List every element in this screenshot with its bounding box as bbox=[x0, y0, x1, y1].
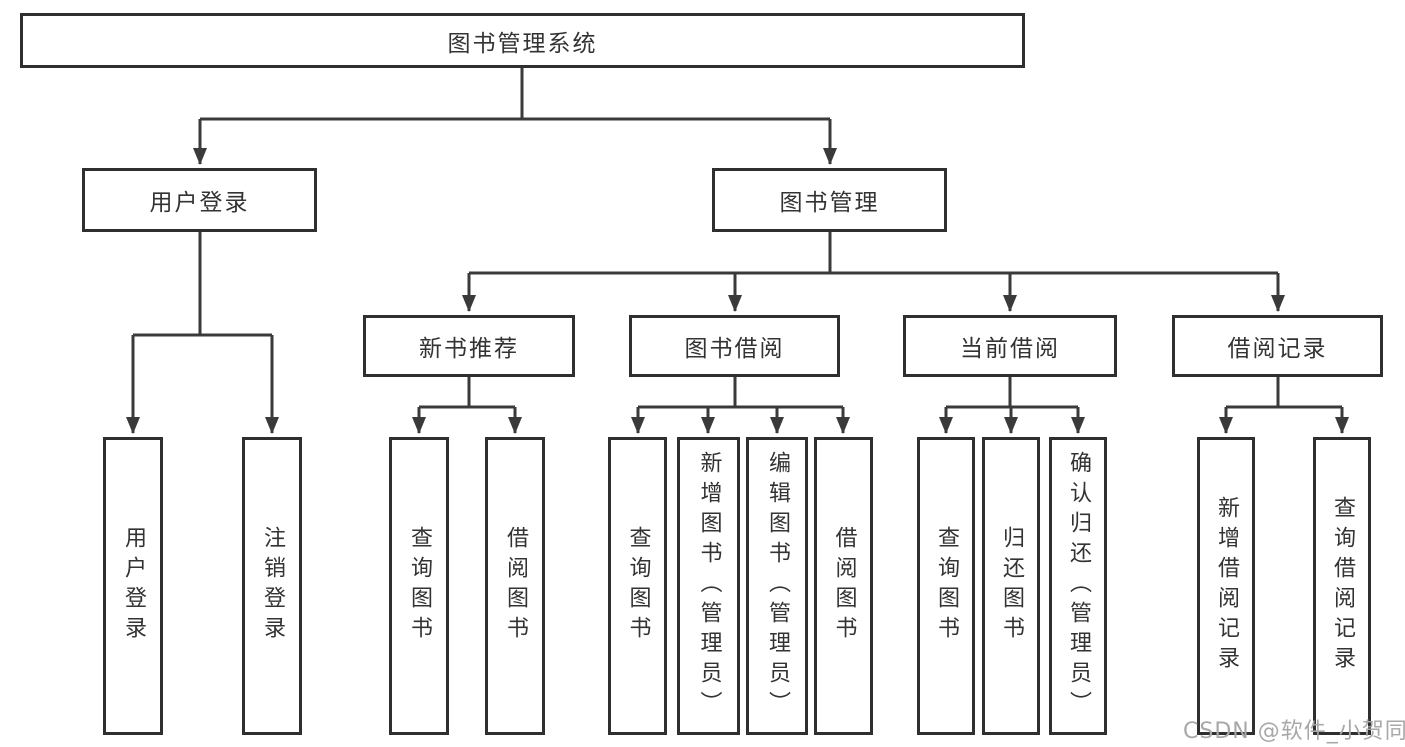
leaf-label: 查询图书 bbox=[934, 526, 959, 646]
leaf-add-book-admin: 新增图书（管理员） bbox=[677, 437, 740, 735]
node-borrow-records: 借阅记录 bbox=[1172, 315, 1383, 377]
leaf-label: 用户登录 bbox=[121, 526, 146, 646]
leaf-borrow-books-borrow: 借阅图书 bbox=[814, 437, 873, 735]
watermark-text: CSDN @软件_小贺同学 bbox=[1183, 719, 1405, 744]
leaf-label: 新增借阅记录 bbox=[1214, 496, 1239, 676]
leaf-label: 查询借阅记录 bbox=[1330, 496, 1355, 676]
node-book-management: 图书管理 bbox=[712, 168, 947, 232]
node-label: 借阅记录 bbox=[1227, 336, 1328, 362]
node-label: 用户登录 bbox=[149, 190, 250, 216]
node-label: 当前借阅 bbox=[960, 336, 1060, 362]
leaf-label: 查询图书 bbox=[625, 526, 651, 646]
node-label: 图书管理系统 bbox=[447, 30, 598, 57]
leaf-label: 查询图书 bbox=[407, 526, 432, 646]
leaf-query-books-current: 查询图书 bbox=[917, 437, 975, 735]
leaf-add-borrow-record: 新增借阅记录 bbox=[1197, 437, 1255, 735]
node-current-borrow: 当前借阅 bbox=[903, 315, 1117, 377]
leaf-label: 归还图书 bbox=[999, 526, 1024, 646]
leaf-user-login: 用户登录 bbox=[103, 437, 163, 735]
leaf-logout: 注销登录 bbox=[242, 437, 302, 735]
leaf-query-books-borrow: 查询图书 bbox=[608, 437, 667, 735]
leaf-label: 编辑图书（管理员） bbox=[765, 451, 790, 721]
leaf-label: 新增图书（管理员） bbox=[696, 451, 722, 721]
node-book-borrow: 图书借阅 bbox=[629, 315, 840, 377]
leaf-label: 借阅图书 bbox=[831, 526, 857, 646]
leaf-label: 注销登录 bbox=[260, 526, 285, 646]
node-label: 新书推荐 bbox=[419, 336, 519, 362]
leaf-query-borrow-record: 查询借阅记录 bbox=[1313, 437, 1371, 735]
leaf-edit-book-admin: 编辑图书（管理员） bbox=[746, 437, 808, 735]
node-new-book-recommend: 新书推荐 bbox=[363, 315, 575, 377]
node-label: 图书管理 bbox=[779, 190, 880, 216]
node-library-management-system: 图书管理系统 bbox=[20, 13, 1025, 68]
leaf-query-books-recommend: 查询图书 bbox=[389, 437, 449, 735]
leaf-borrow-books-recommend: 借阅图书 bbox=[485, 437, 545, 735]
node-user-login: 用户登录 bbox=[82, 168, 317, 232]
leaf-confirm-return-admin: 确认归还（管理员） bbox=[1049, 437, 1107, 735]
node-label: 图书借阅 bbox=[684, 336, 785, 362]
leaf-label: 确认归还（管理员） bbox=[1066, 451, 1091, 721]
leaf-label: 借阅图书 bbox=[503, 526, 528, 646]
leaf-return-books: 归还图书 bbox=[982, 437, 1040, 735]
